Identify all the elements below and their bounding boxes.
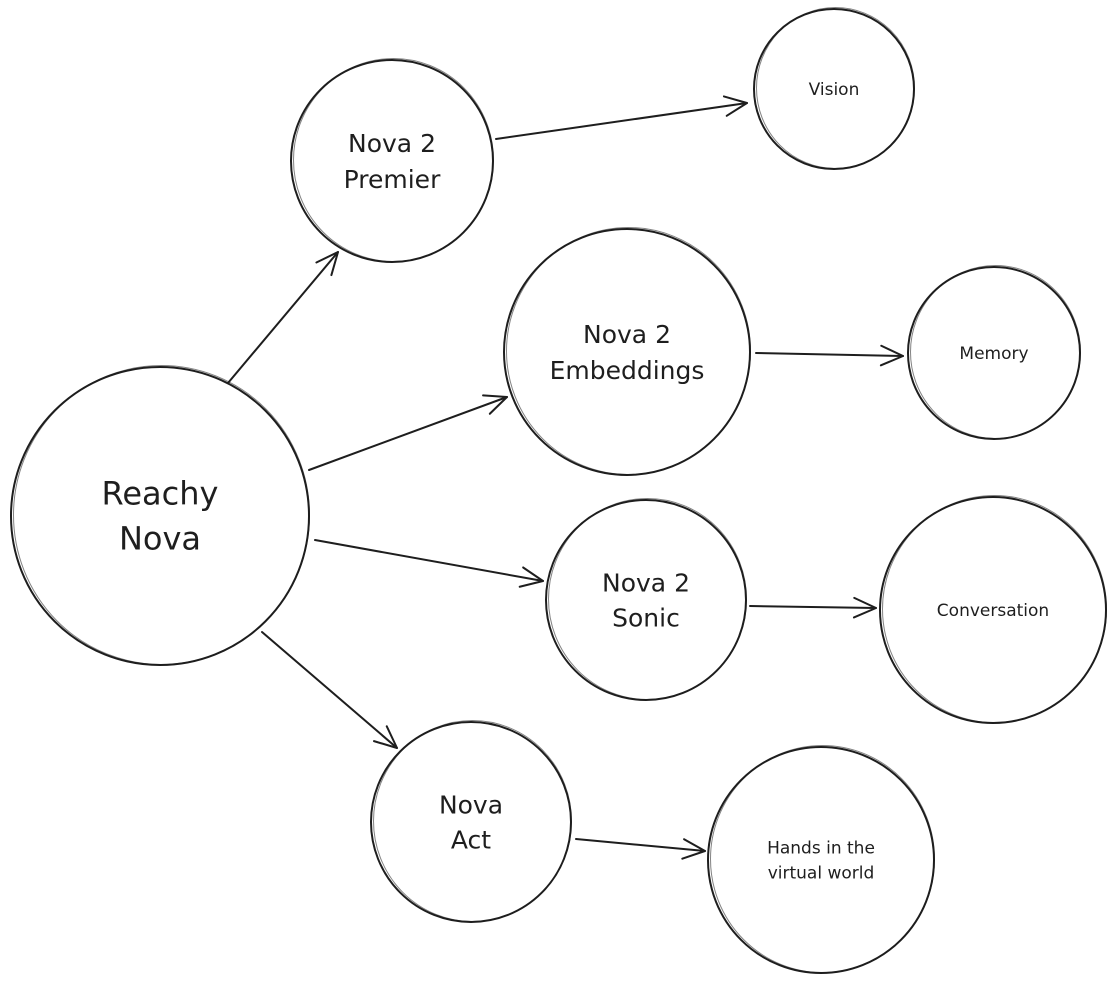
arrow-head	[681, 838, 706, 860]
arrow-head	[482, 394, 508, 415]
arrow-reachy-nova-to-nova-2-premier	[227, 251, 339, 384]
node-label: Act	[451, 825, 491, 854]
node-nova-2-premier: Nova 2 Premier	[290, 58, 494, 263]
arrow-reachy-nova-to-nova-2-embeddings	[308, 394, 508, 471]
arrow-head	[852, 596, 877, 619]
node-circle-sketch	[373, 720, 572, 922]
node-label: Nova 2	[602, 568, 690, 597]
node-memory: Memory	[907, 265, 1081, 440]
node-label: Nova 2	[583, 320, 671, 349]
node-circle	[10, 366, 310, 666]
node-circle-sketch	[293, 58, 494, 262]
arrow-nova-2-premier-to-vision	[495, 95, 748, 140]
arrow-reachy-nova-to-nova-2-sonic	[314, 539, 544, 588]
node-circle	[503, 228, 751, 476]
node-circle-sketch	[548, 498, 747, 700]
node-hands-in-the-virtual-world: Hands in the virtual world	[707, 745, 935, 974]
arrow-line	[314, 539, 544, 582]
arrow-line	[308, 396, 508, 471]
node-label: Conversation	[937, 601, 1049, 621]
node-label: Nova	[439, 790, 503, 819]
arrow-head	[315, 251, 339, 277]
node-label: virtual world	[768, 863, 875, 883]
node-label: Nova	[119, 520, 201, 558]
node-label: Vision	[809, 80, 860, 100]
node-label: Hands in the	[767, 838, 875, 858]
node-circle-sketch	[13, 365, 310, 665]
arrow-head	[722, 95, 748, 117]
arrow-line	[575, 838, 706, 852]
arrow-nova-2-sonic-to-conversation	[749, 596, 877, 619]
node-label: Premier	[344, 165, 441, 194]
arrow-line	[495, 102, 748, 140]
arrow-nova-2-embeddings-to-memory	[755, 344, 904, 367]
arrow-line	[227, 251, 339, 384]
arrow-head	[518, 566, 544, 588]
node-circle-sketch	[882, 495, 1107, 723]
node-label: Embeddings	[550, 356, 705, 385]
node-vision: Vision	[753, 7, 915, 170]
node-label: Reachy	[102, 475, 219, 513]
arrow-nova-act-to-hands-in-the-virtual-world	[575, 838, 706, 860]
node-circle-sketch	[710, 745, 935, 973]
arrow-line	[755, 352, 904, 357]
node-nova-2-sonic: Nova 2 Sonic	[545, 498, 747, 701]
node-label: Sonic	[612, 603, 680, 632]
arrow-head	[373, 725, 398, 749]
node-label: Nova 2	[348, 129, 436, 158]
arrow-line	[749, 605, 877, 609]
node-nova-2-embeddings: Nova 2 Embeddings	[503, 227, 751, 476]
arrow-head	[879, 344, 904, 367]
arrow-reachy-nova-to-nova-act	[261, 631, 398, 749]
node-circle-sketch	[756, 7, 915, 169]
arrow-line	[261, 631, 398, 749]
node-conversation: Conversation	[879, 495, 1107, 724]
node-label: Memory	[959, 344, 1028, 364]
edges-layer	[227, 95, 904, 860]
node-circle-sketch	[910, 265, 1081, 439]
node-circle-sketch	[506, 227, 751, 475]
